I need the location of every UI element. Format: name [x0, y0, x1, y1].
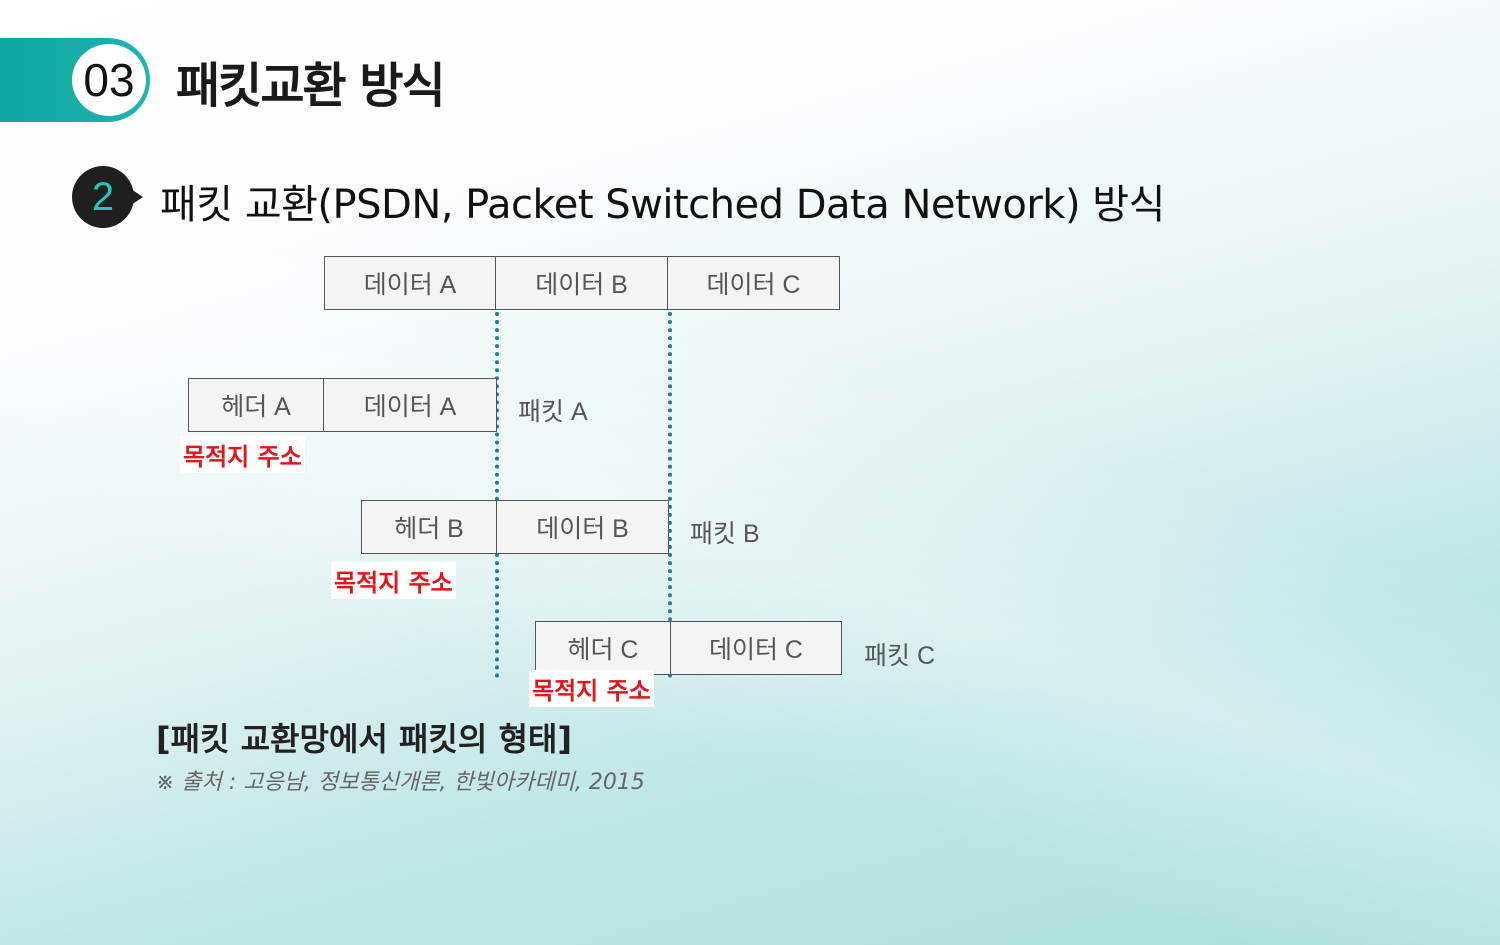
packet-a-header: 헤더 A — [188, 378, 324, 432]
section-title: 패킷교환 방식 — [176, 58, 446, 114]
packet-c-label: 패킷 C — [864, 642, 936, 670]
packet-c-header: 헤더 C — [535, 621, 671, 675]
packet-a-data: 데이터 A — [323, 378, 497, 432]
figure-source: ※ 출처 : 고응남, 정보통신개론, 한빛아카데미, 2015 — [156, 770, 645, 795]
packet-b-label: 패킷 B — [690, 520, 760, 548]
divider-line-2 — [668, 312, 672, 678]
packet-c-data: 데이터 C — [670, 621, 842, 675]
section-number: 03 — [72, 44, 146, 116]
figure-caption: [패킷 교환망에서 패킷의 형태] — [156, 720, 572, 758]
data-row-cell-c: 데이터 C — [667, 256, 840, 310]
packet-a-label: 패킷 A — [518, 398, 588, 426]
data-row-cell-b: 데이터 B — [495, 256, 668, 310]
divider-line-1 — [495, 312, 499, 678]
packet-b-data: 데이터 B — [496, 500, 669, 554]
packet-a-destination: 목적지 주소 — [180, 436, 305, 473]
packet-c-destination: 목적지 주소 — [529, 670, 654, 707]
subsection-title: 패킷 교환(PSDN, Packet Switched Data Network… — [160, 182, 1165, 228]
bullet-arrow-icon — [131, 189, 143, 205]
packet-b-destination: 목적지 주소 — [331, 562, 456, 599]
subsection-bullet: 2 — [72, 166, 134, 228]
packet-b-header: 헤더 B — [361, 500, 497, 554]
data-row-cell-a: 데이터 A — [324, 256, 496, 310]
